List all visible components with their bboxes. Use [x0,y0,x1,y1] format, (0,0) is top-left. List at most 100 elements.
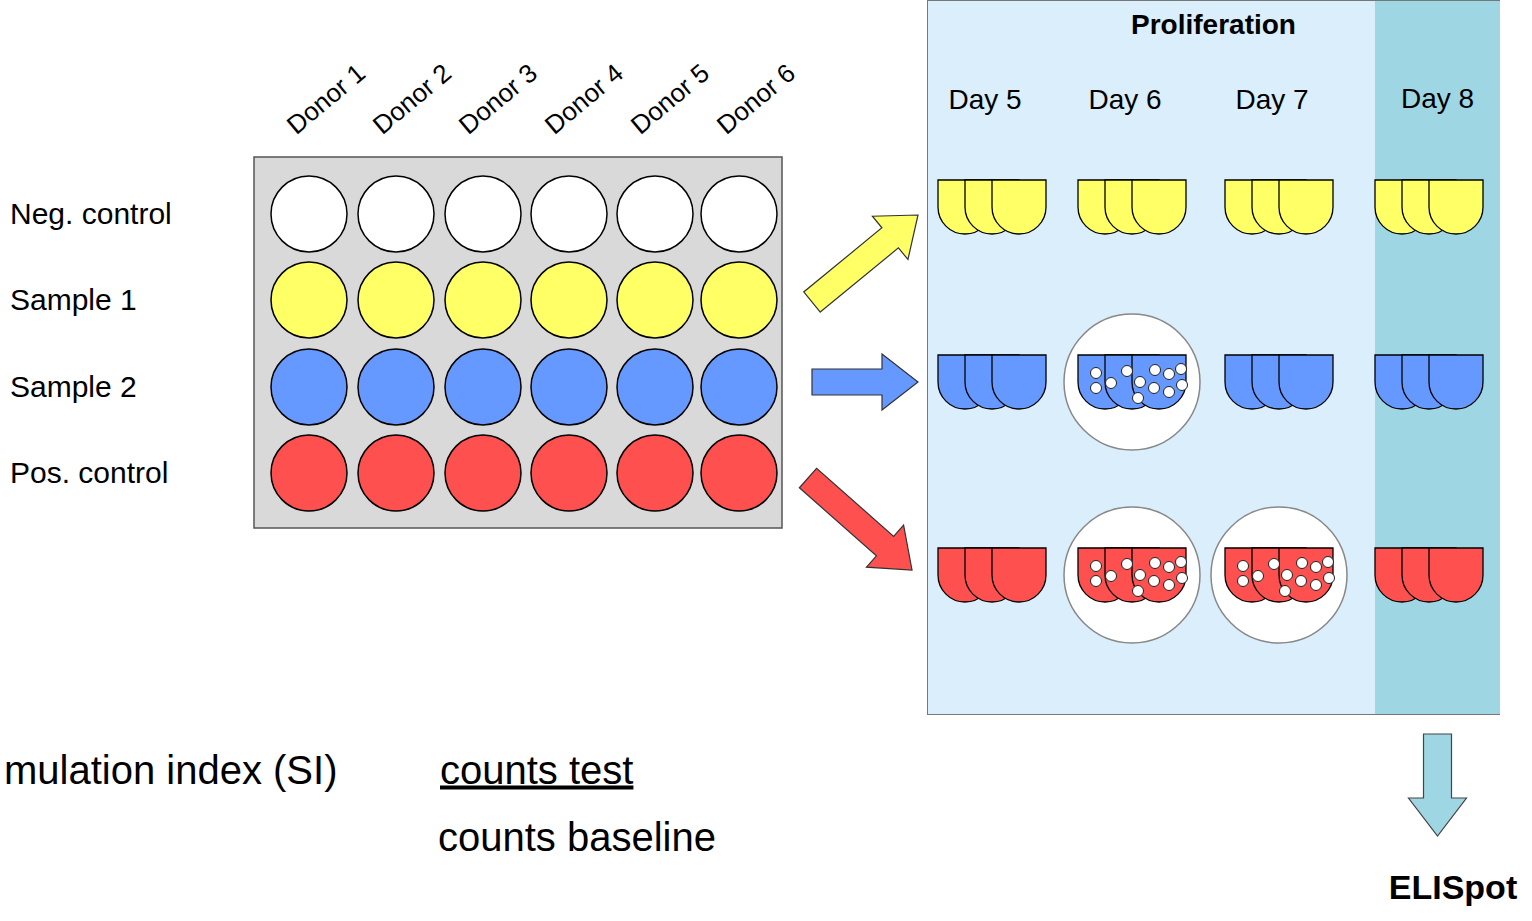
triplicate-well [1375,355,1429,409]
day-label: Day 6 [1088,84,1161,116]
triplicate-well [1429,548,1483,602]
elispot-label: ELISpot [1385,866,1521,909]
plate-well [701,176,777,252]
triplicate-well [1078,180,1132,234]
donor-label: Donor 2 [367,58,457,140]
cell [1150,558,1161,569]
triplicate-well [1105,355,1159,409]
cell [1164,580,1175,591]
plate [254,157,782,528]
node-text: ELISpot [1389,868,1517,907]
cell [1106,571,1117,582]
cell [1269,559,1280,570]
plate-well [701,435,777,511]
plate-well [617,349,693,425]
cell [1122,366,1133,377]
cell [1324,573,1335,584]
triplicate-well [1252,355,1306,409]
cell [1282,570,1293,581]
triplicate-well [1225,355,1279,409]
cell [1311,562,1322,573]
cell [1149,383,1160,394]
cell [1091,561,1102,572]
day-label: Day 7 [1235,84,1308,116]
cell [1135,570,1146,581]
magnifier [1211,507,1347,643]
plate-well [531,176,607,252]
triplicate-well [1375,180,1429,234]
plate-well [701,262,777,338]
triplicate-well [938,355,992,409]
plate-well [701,349,777,425]
magnifier [1064,507,1200,643]
cell [1238,576,1249,587]
triplicate-well [965,180,1019,234]
triplicate-well [1132,548,1186,602]
plate-well [358,176,434,252]
plate-well [531,435,607,511]
formula-denominator: counts baseline [438,815,716,860]
cell [1149,576,1160,587]
donor-label: Donor 1 [281,58,371,140]
magnifier [1064,314,1200,450]
triplicate-well [1375,548,1429,602]
triplicate-well [1402,355,1456,409]
cell [1177,380,1188,391]
cell [1164,387,1175,398]
cell [1280,586,1291,597]
cell [1296,576,1307,587]
triplicate-well [1132,180,1186,234]
row-label: Sample 2 [10,370,137,404]
triplicate-well [965,548,1019,602]
triplicate-well [992,548,1046,602]
cell [1238,561,1249,572]
donor-label: Donor 4 [539,58,629,140]
triplicate-well [1252,548,1306,602]
formula-numerator: counts test [440,748,633,793]
cell [1150,365,1161,376]
day-band: Day 8 [1375,1,1500,714]
cell [1135,377,1146,388]
triplicate-well [1105,180,1159,234]
node-text: Day 8 [1375,83,1500,115]
triplicate-well [1429,355,1483,409]
donor-label: Donor 5 [625,58,715,140]
triplicate-well [992,180,1046,234]
triplicate-well [1132,355,1186,409]
cell [1253,571,1264,582]
cell [1297,558,1308,569]
cell [1176,364,1187,375]
plate-well [358,262,434,338]
triplicate-well [938,180,992,234]
plate-well [271,349,347,425]
triplicate-well [1402,180,1456,234]
triplicate-well [992,355,1046,409]
cell [1164,562,1175,573]
plate-well [445,435,521,511]
triplicate-well [1429,180,1483,234]
row-label: Pos. control [10,456,168,490]
row-label: Sample 1 [10,283,137,317]
cell [1176,557,1187,568]
plate-well [358,435,434,511]
cell [1091,368,1102,379]
cell [1133,393,1144,404]
donor-label: Donor 6 [711,58,801,140]
triplicate-well [965,355,1019,409]
triplicate-well [1105,548,1159,602]
triplicate-well [1078,548,1132,602]
donor-label: Donor 3 [453,58,543,140]
plate-well [271,435,347,511]
transfer-arrow [812,354,918,410]
plate-well [445,176,521,252]
cell [1311,580,1322,591]
triplicate-well [1225,548,1279,602]
cell [1133,586,1144,597]
cell [1091,383,1102,394]
triplicate-well [1078,355,1132,409]
triplicate-well [1279,180,1333,234]
cell [1323,557,1334,568]
triplicate-well [1225,180,1279,234]
triplicate-well [938,548,992,602]
